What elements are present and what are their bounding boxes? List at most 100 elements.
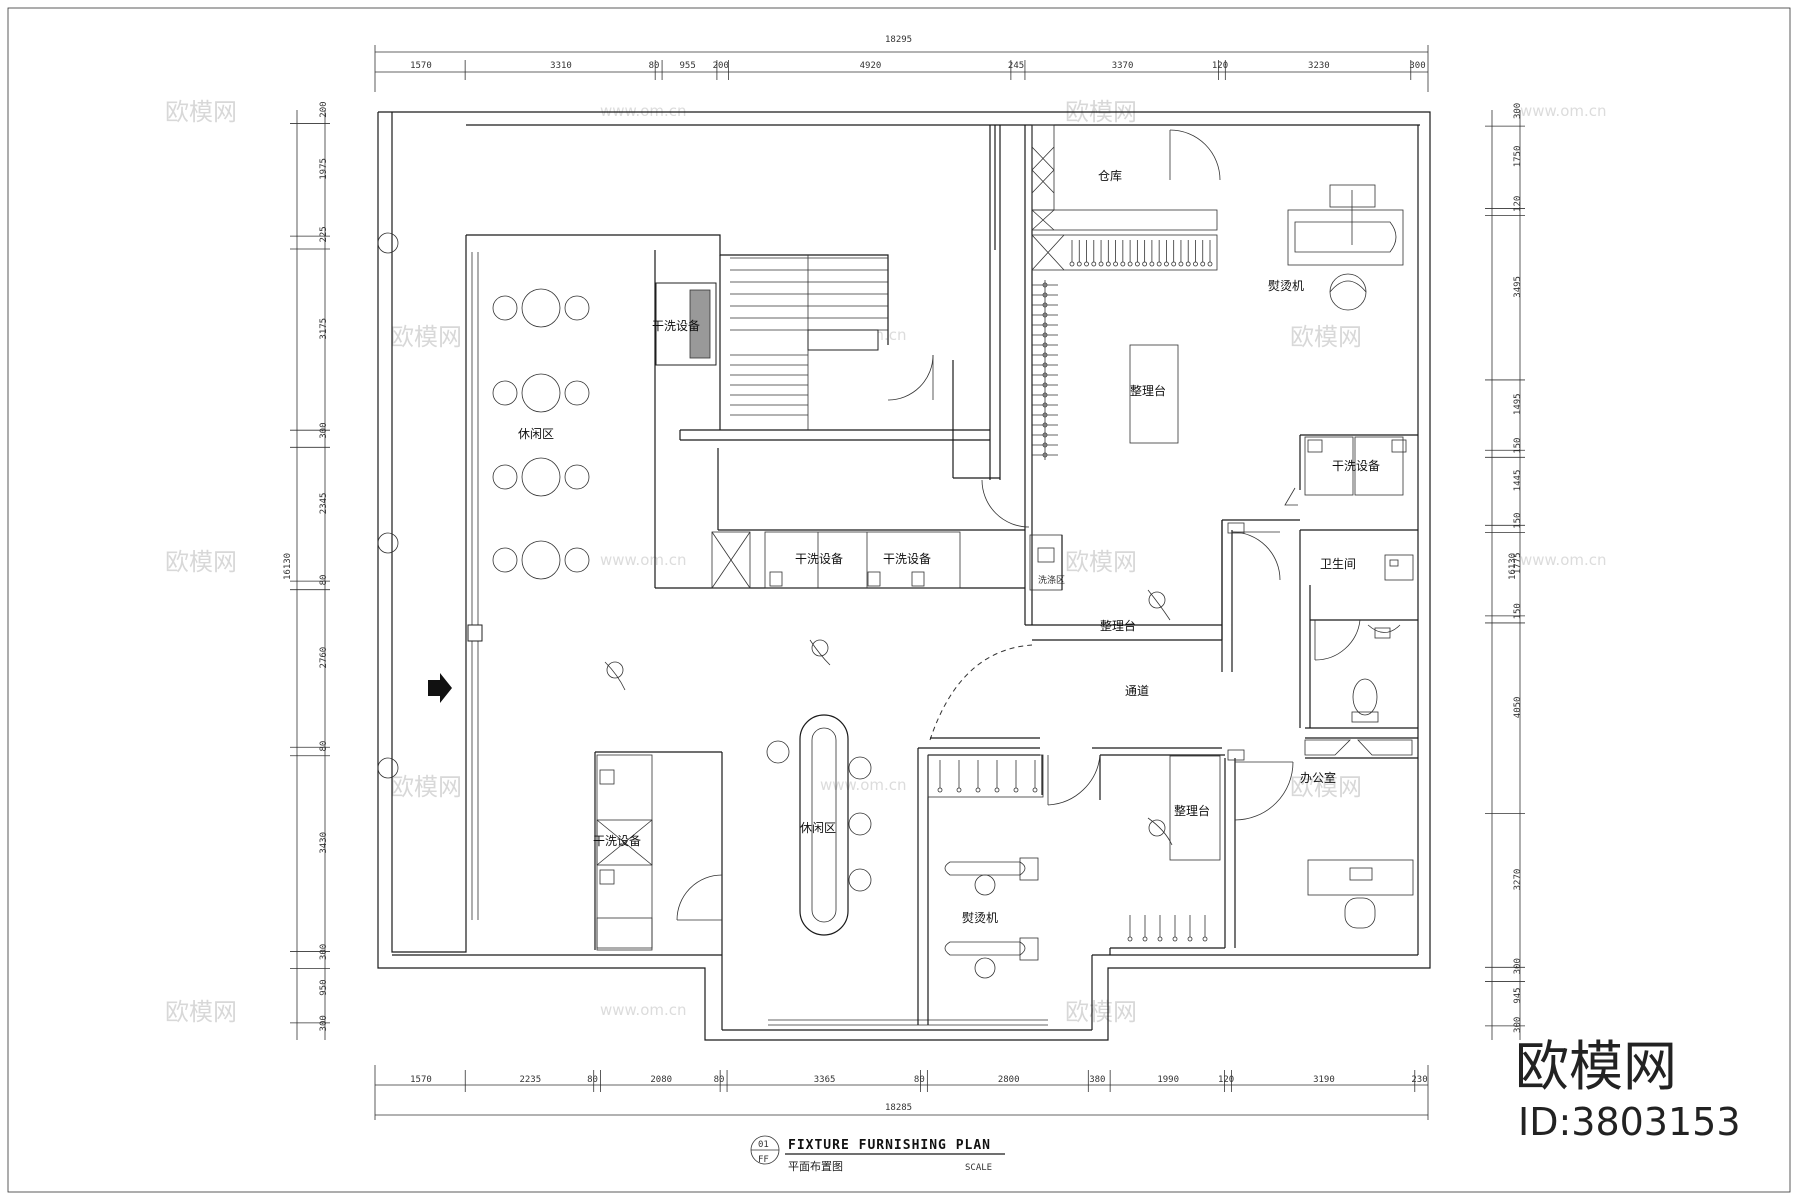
dim-segment-bottom: 120 (1218, 1075, 1234, 1085)
watermark-url: www.om.cn (820, 776, 907, 794)
warehouse-zone: 仓库 整理台 (981, 124, 1221, 625)
right-rooms: 干洗设备 卫生间 办公室 (1221, 434, 1418, 948)
person-icon (1147, 817, 1173, 846)
dim-segment-top: 300 (1409, 61, 1425, 71)
dim-segment-left: 225 (319, 226, 329, 242)
label-dry-clean-mid-1: 干洗设备 (795, 552, 843, 566)
dim-segment-top: 80 (649, 61, 660, 71)
cafe-table-set (492, 288, 590, 328)
watermark-brand: 欧模网 (1290, 773, 1362, 801)
cafe-table-set (492, 457, 590, 497)
dim-segment-right: 1445 (1513, 470, 1523, 492)
dim-segment-bottom: 80 (714, 1075, 725, 1085)
watermark-brand: 欧模网 (165, 98, 237, 126)
dimension-left: 16130 2001975225317530023458027608034303… (283, 101, 330, 1040)
title-block: 01 FF FIXTURE FURNISHING PLAN 平面布置图 SCAL… (750, 1135, 1005, 1173)
dim-segment-right: 4050 (1513, 697, 1523, 719)
watermark-url: www.om.cn (1520, 102, 1607, 120)
scale-label: SCALE (965, 1163, 992, 1173)
dim-segment-left: 80 (319, 575, 329, 586)
dim-segment-right: 3270 (1513, 869, 1523, 891)
corridor-zone: 洗涤区 整理台 通道 (929, 520, 1223, 741)
label-small-area: 洗涤区 (1038, 574, 1065, 586)
dim-segment-bottom: 80 (587, 1075, 598, 1085)
outer-walls (377, 111, 1431, 1041)
watermark-url: www.om.cn (600, 551, 687, 569)
dim-segment-left: 300 (319, 422, 329, 438)
watermark-brand: 欧模网 (1065, 548, 1137, 576)
ironing-machine-top: 熨烫机 (1268, 184, 1404, 311)
dim-segment-top: 3310 (550, 61, 572, 71)
dim-segment-right: 300 (1513, 103, 1523, 119)
dim-segment-left: 3175 (319, 318, 329, 340)
dim-segment-left: 2760 (319, 647, 329, 669)
dim-segment-top: 3230 (1308, 61, 1330, 71)
label-warehouse: 仓库 (1098, 168, 1122, 183)
label-restroom: 卫生间 (1320, 557, 1356, 571)
dim-segment-bottom: 2080 (650, 1075, 672, 1085)
dim-segment-left: 2345 (319, 493, 329, 515)
brand-logo-text: 欧模网 (1515, 1035, 1677, 1098)
dim-total-left: 16130 (283, 553, 293, 580)
dimension-right: 16130 3001750120349514951501445150177515… (1485, 103, 1525, 1040)
dim-segment-right: 1495 (1513, 393, 1523, 415)
watermark-brand: 欧模网 (390, 773, 462, 801)
dim-segment-bottom: 2235 (519, 1075, 541, 1085)
dim-segment-right: 1750 (1513, 146, 1523, 168)
dim-segment-top: 4920 (860, 61, 882, 71)
dim-segment-bottom: 2800 (998, 1075, 1020, 1085)
dim-segment-left: 200 (319, 101, 329, 117)
watermark-brand: 欧模网 (390, 323, 462, 351)
person-icon (809, 639, 831, 666)
cafe-table-set (492, 540, 590, 580)
dim-segment-left: 300 (319, 1015, 329, 1031)
watermark-url: www.om.cn (600, 102, 687, 120)
brand-watermark: 欧模网 ID:3803153 (1515, 1035, 1741, 1144)
label-dry-clean-right: 干洗设备 (1332, 459, 1380, 473)
entrance-arrow-icon (428, 673, 452, 703)
dim-segment-bottom: 1570 (410, 1075, 432, 1085)
drawing-number-top: 01 (758, 1140, 769, 1150)
watermark-brand: 欧模网 (165, 548, 237, 576)
label-office: 办公室 (1300, 770, 1336, 785)
dim-segment-right: 120 (1513, 196, 1523, 212)
dim-segment-bottom: 3365 (814, 1075, 836, 1085)
dim-segment-top: 3370 (1112, 61, 1134, 71)
dim-segment-left: 950 (319, 980, 329, 996)
dim-segment-top: 955 (679, 61, 695, 71)
dim-segment-bottom: 1990 (1157, 1075, 1179, 1085)
dim-segment-left: 1975 (319, 158, 329, 180)
stair-core: 干洗设备 (466, 125, 1025, 589)
person-icon (1147, 589, 1171, 621)
dim-segment-right: 945 (1513, 987, 1523, 1003)
label-ironing-machine-top: 熨烫机 (1268, 279, 1304, 293)
watermark-url: www.om.cn (1520, 551, 1607, 569)
label-ironing-machine-bottom: 熨烫机 (962, 911, 998, 925)
dim-segment-right: 150 (1513, 603, 1523, 619)
dim-segment-top: 120 (1212, 61, 1228, 71)
dim-total-right: 16130 (1508, 553, 1518, 580)
label-corridor: 通道 (1125, 684, 1149, 698)
label-leisure-bottom: 休闲区 (800, 821, 836, 835)
dim-segment-left: 300 (319, 944, 329, 960)
dim-segment-right: 300 (1513, 958, 1523, 974)
mid-equipment-strip: 干洗设备 干洗设备 (711, 531, 961, 589)
drawing-title: FIXTURE FURNISHING PLAN (788, 1138, 991, 1153)
dim-segment-bottom: 230 (1411, 1075, 1427, 1085)
cafe-table-set (492, 373, 590, 413)
dim-total-bottom: 18285 (885, 1103, 912, 1113)
dim-segment-top: 245 (1008, 61, 1024, 71)
watermark-brand: 欧模网 (1290, 323, 1362, 351)
label-dry-clean-left-bottom: 干洗设备 (593, 834, 641, 848)
watermark-url: www.om.cn (600, 1001, 687, 1019)
dim-segment-right: 3495 (1513, 276, 1523, 298)
dim-segment-left: 80 (319, 741, 329, 752)
dim-segment-top: 1570 (410, 61, 432, 71)
watermark-brand: 欧模网 (165, 998, 237, 1026)
person-icon (604, 661, 626, 691)
dim-segment-bottom: 80 (914, 1075, 925, 1085)
